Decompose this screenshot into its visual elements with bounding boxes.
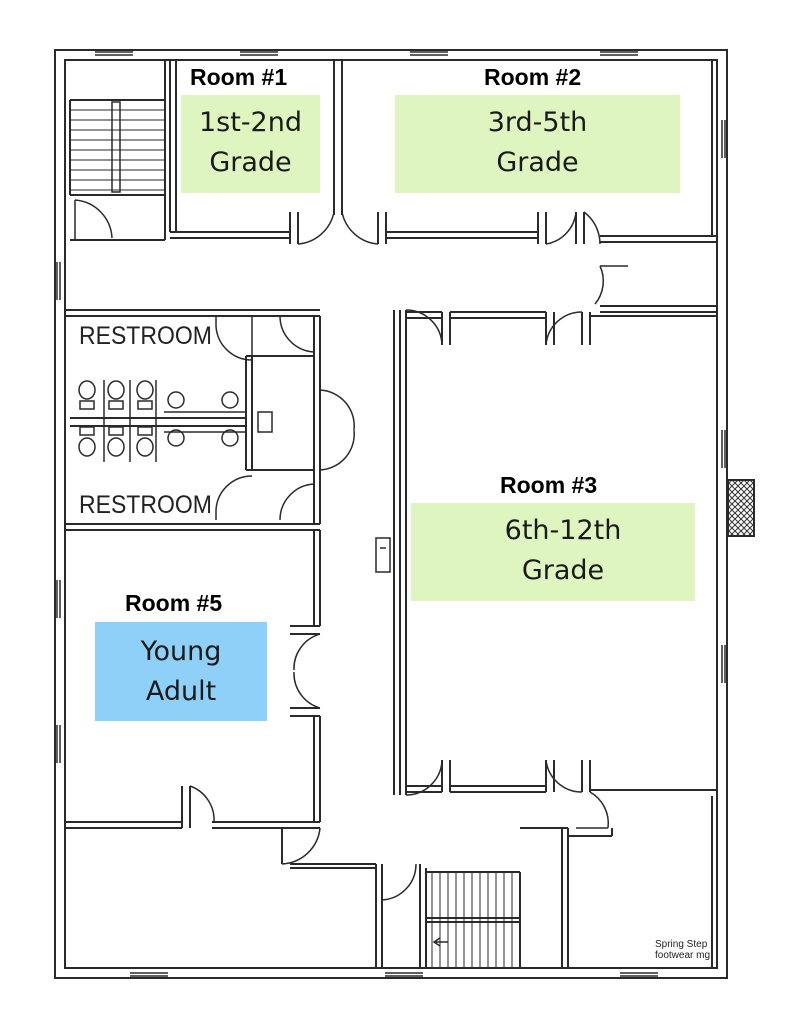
room3-grade-line1: 6th-12th: [504, 515, 622, 546]
room1-title: Room #1: [190, 64, 288, 90]
windows: [56, 51, 726, 977]
top-stairwell: [69, 60, 166, 241]
restroom-door-swings: [215, 315, 355, 521]
room5-door-swings: [189, 633, 321, 823]
hatched-exterior-box: [727, 479, 755, 537]
bottom-walls: [281, 796, 713, 968]
restroom-label-upper: RESTROOM: [79, 322, 212, 350]
credit-text: Spring Step footwear mg: [655, 939, 710, 961]
room5-walls: [65, 530, 321, 829]
stair-door-swing: [74, 199, 113, 240]
room1-grade-label: 1st-2nd Grade: [181, 103, 320, 183]
room3-door-swings: [405, 309, 610, 829]
room2-highlight: [395, 95, 680, 193]
room3-title: Room #3: [500, 472, 598, 498]
bottom-stairwell: [426, 872, 520, 968]
room2-grade-line2: Grade: [496, 147, 579, 178]
room1-highlight: [181, 95, 320, 193]
exterior-wall-inner: [64, 59, 718, 969]
top-door-swings: [297, 211, 601, 245]
room5-title: Room #5: [125, 590, 223, 616]
room2-grade-line1: 3rd-5th: [487, 107, 588, 138]
upper-right-corridor: [594, 265, 717, 313]
credit-line2: footwear mg: [655, 950, 711, 961]
top-room-walls: [169, 60, 717, 244]
room1-grade-line2: Grade: [209, 147, 292, 178]
room3-grade-label: 6th-12th Grade: [421, 510, 705, 592]
room3-grade-line2: Grade: [521, 555, 605, 586]
room1-grade-line1: 1st-2nd: [198, 107, 302, 138]
room5-grade-label: Young Adult: [95, 631, 267, 713]
restroom-label-lower: RESTROOM: [79, 491, 212, 519]
toilets: [78, 380, 154, 457]
sinks: [164, 391, 246, 447]
room2-title: Room #2: [484, 64, 582, 90]
room5-grade-line2: Adult: [145, 676, 217, 707]
credit-line1: Spring Step: [655, 939, 708, 950]
room3-highlight: [411, 503, 695, 601]
room5-grade-line1: Young: [140, 636, 222, 667]
room5-highlight: [95, 622, 267, 721]
room2-grade-label: 3rd-5th Grade: [395, 103, 680, 183]
restroom-block: [65, 309, 321, 531]
